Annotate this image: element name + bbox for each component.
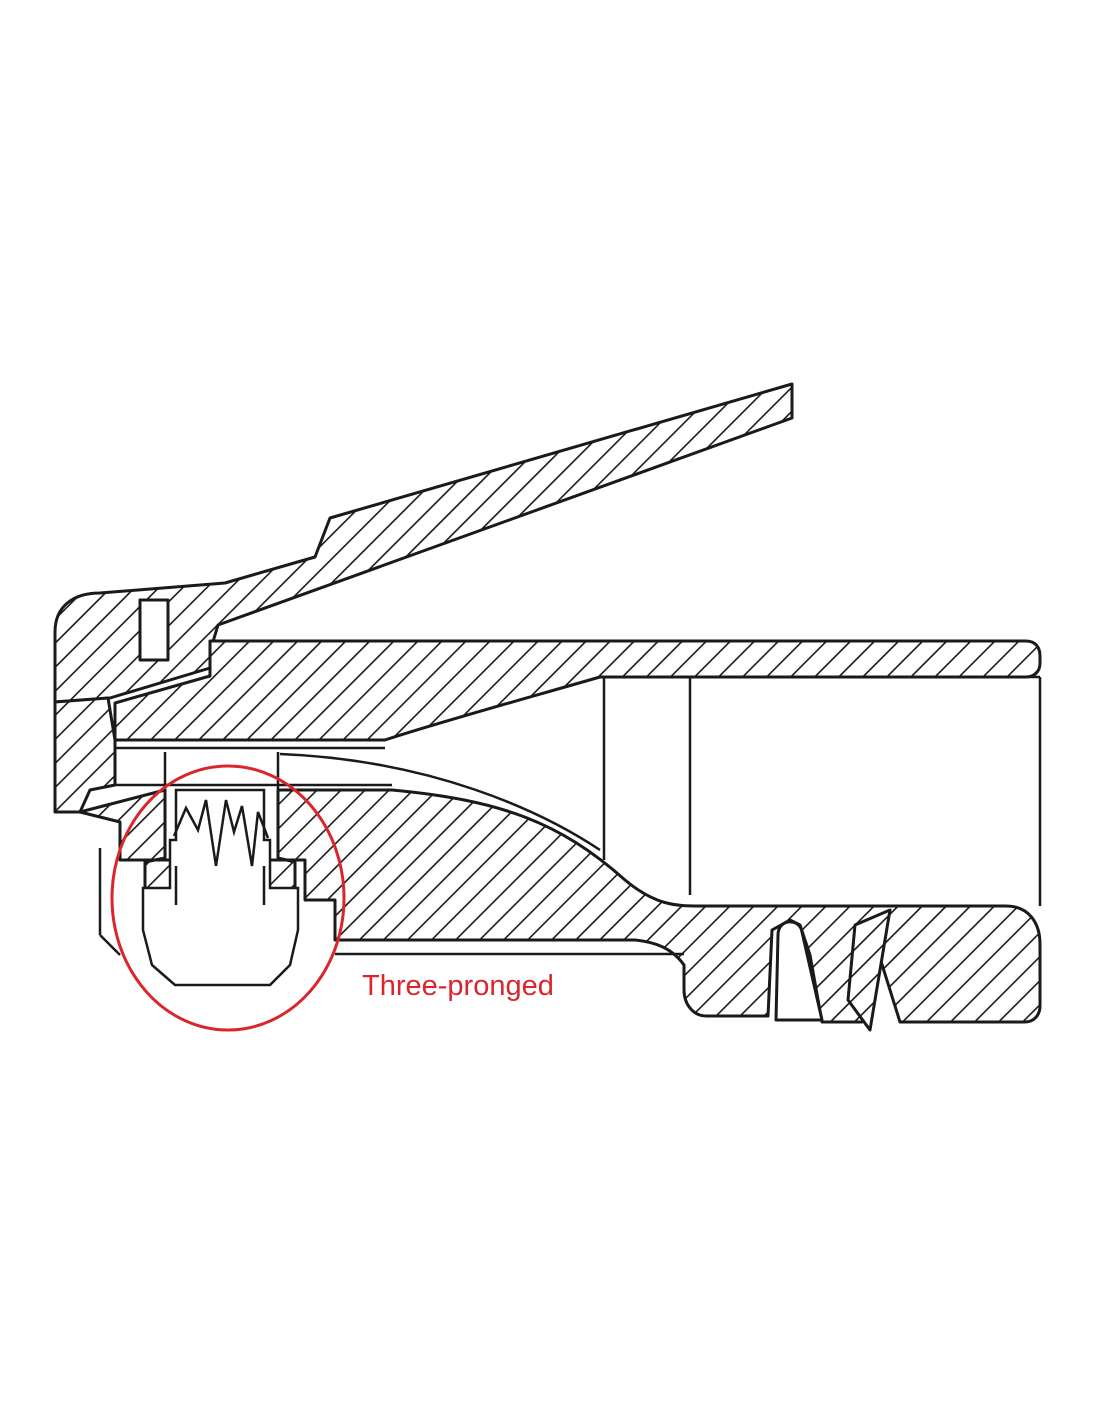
housing-bottom-body: [78, 788, 1042, 1024]
housing-top-wall: [113, 639, 1042, 742]
left-lower-curve: [99, 934, 121, 956]
funnel-curve: [279, 752, 601, 852]
latch-slot: [138, 598, 170, 662]
contact-blade-body: [141, 788, 300, 987]
callout-label: Three-pronged: [362, 970, 554, 1002]
contact-blade: [141, 788, 300, 987]
strain-relief-prong: [846, 908, 892, 1032]
cable-clip-slot: [774, 920, 824, 1022]
callout-circle: [110, 764, 346, 1032]
contact-prong-teeth: [172, 799, 270, 867]
housing-left-wall: [53, 696, 117, 814]
